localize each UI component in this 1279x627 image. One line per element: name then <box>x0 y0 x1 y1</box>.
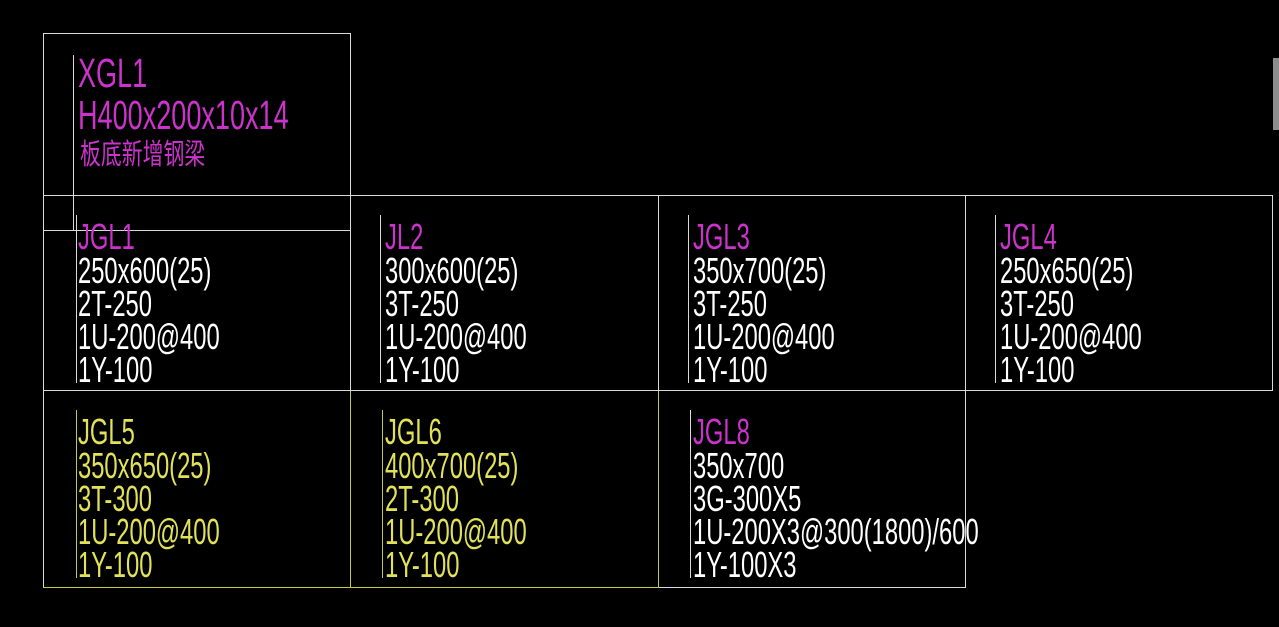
beam-cell-jl2[interactable]: JL2 300x600(25) 3T-250 1U-200@400 1Y-100 <box>350 195 657 390</box>
beam-size: 350x700(25) <box>693 250 827 291</box>
beam-spec-line: 1U-200@400 <box>385 511 527 552</box>
beam-spec-line: 1Y-100 <box>385 349 460 390</box>
beam-spec-line: 1Y-100X3 <box>693 544 797 585</box>
beam-size: 350x650(25) <box>78 445 212 486</box>
beam-size: 250x600(25) <box>78 250 212 291</box>
beam-spec-line: 1U-200@400 <box>385 316 527 357</box>
beam-spec-line: 1Y-100 <box>385 544 460 585</box>
beam-spec-line: 1Y-100 <box>693 349 768 390</box>
leader-line <box>382 410 383 578</box>
beam-spec-line: 3T-300 <box>78 478 152 519</box>
leader-line <box>73 55 74 230</box>
leader-line <box>688 215 689 383</box>
beam-section: H400x200x10x14 <box>78 92 289 138</box>
beam-spec-line: 2T-250 <box>78 283 152 324</box>
beam-spec-line: 3T-250 <box>693 283 767 324</box>
beam-spec-line: 1U-200@400 <box>78 316 220 357</box>
beam-size: 350x700 <box>693 445 785 486</box>
beam-size: 300x600(25) <box>385 250 519 291</box>
leader-line <box>690 410 691 578</box>
beam-name: JGL3 <box>693 216 750 257</box>
leader-line <box>995 215 996 383</box>
leader-line <box>76 215 77 383</box>
beam-spec-line: 1U-200@400 <box>78 511 220 552</box>
leader-line <box>76 410 77 578</box>
beam-name: JGL8 <box>693 411 750 452</box>
beam-name: JGL6 <box>385 411 442 452</box>
beam-spec-line: 3T-250 <box>1000 283 1074 324</box>
beam-cell-jgl5[interactable]: JGL5 350x650(25) 3T-300 1U-200@400 1Y-10… <box>43 390 350 585</box>
beam-spec-line: 1Y-100 <box>78 544 153 585</box>
beam-cell-jgl3[interactable]: JGL3 350x700(25) 3T-250 1U-200@400 1Y-10… <box>658 195 965 390</box>
beam-name: JL2 <box>385 216 424 257</box>
beam-name: JGL4 <box>1000 216 1057 257</box>
new-beam-label[interactable]: XGL1 H400x200x10x14 板底新增钢梁 <box>43 33 350 230</box>
beam-name: JGL5 <box>78 411 135 452</box>
beam-spec-line: 3T-250 <box>385 283 459 324</box>
beam-size: 250x650(25) <box>1000 250 1134 291</box>
beam-spec-line: 1Y-100 <box>78 349 153 390</box>
vertical-scrollbar-thumb[interactable] <box>1273 58 1279 130</box>
beam-size: 400x700(25) <box>385 445 519 486</box>
beam-code: XGL1 <box>78 50 148 96</box>
beam-name: JGL1 <box>78 216 135 257</box>
beam-cell-jgl6[interactable]: JGL6 400x700(25) 2T-300 1U-200@400 1Y-10… <box>350 390 657 585</box>
beam-cell-jgl1[interactable]: JGL1 250x600(25) 2T-250 1U-200@400 1Y-10… <box>43 195 350 390</box>
beam-spec-line: 1U-200@400 <box>693 316 835 357</box>
beam-note: 板底新增钢梁 <box>80 137 206 171</box>
beam-spec-line: 1U-200@400 <box>1000 316 1142 357</box>
beam-cell-jgl8[interactable]: JGL8 350x700 3G-300X5 1U-200X3@300(1800)… <box>658 390 979 585</box>
beam-spec-line: 1U-200X3@300(1800)/600 <box>693 511 979 552</box>
beam-cell-jgl4[interactable]: JGL4 250x650(25) 3T-250 1U-200@400 1Y-10… <box>965 195 1272 390</box>
beam-spec-line: 3G-300X5 <box>693 478 802 519</box>
beam-spec-line: 1Y-100 <box>1000 349 1075 390</box>
beam-spec-line: 2T-300 <box>385 478 459 519</box>
leader-line <box>380 215 381 383</box>
